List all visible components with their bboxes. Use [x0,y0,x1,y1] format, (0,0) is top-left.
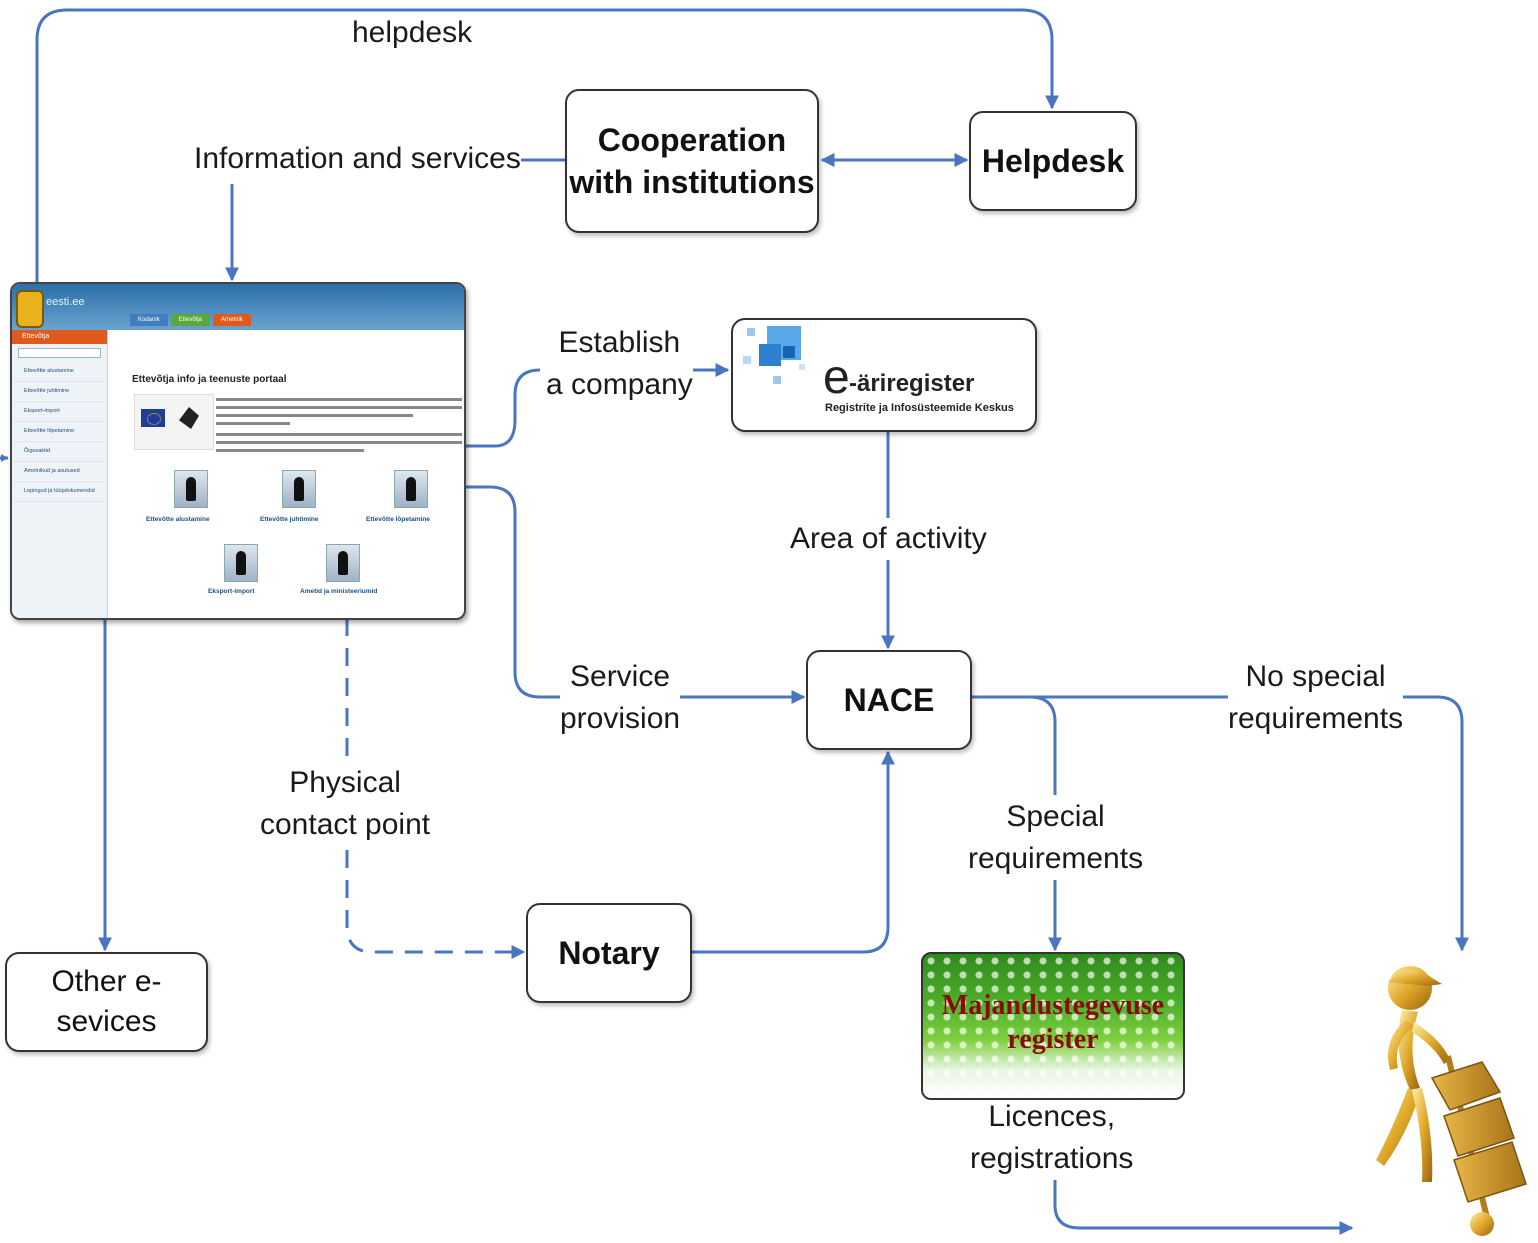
label-special-line1: Special [1006,800,1105,833]
connector-portal-service [463,485,560,699]
bird-logo-icon [179,407,199,429]
portal-screenshot: eesti.ee Kodanik Ettevõtja Ametnik Ettev… [10,282,466,620]
label-nospecial-line2: requirements [1228,702,1404,735]
portal-sidebar-header: Ettevõtja [12,330,107,344]
notary-box: Notary [526,903,692,1003]
portal-tab-3: Ametnik [213,314,251,326]
eari-logo-text: -äriregister [849,370,975,397]
label-physical-line2: contact point [260,808,431,841]
portal-site-title: eesti.ee [46,296,85,308]
label-establish-line1: Establish [558,326,681,359]
eari-subtitle: Registrite ja Infosüsteemide Keskus [825,402,1014,414]
connector-nace-special [1029,695,1057,795]
other-line2: sevices [56,1005,157,1038]
portal-search-input [18,348,101,358]
mtr-line1: Majandustegevuse [941,990,1165,1021]
portal-tab-2: Ettevõtja [170,314,211,326]
mtr-line2: register [1007,1024,1099,1055]
handshake-icon [174,470,208,508]
portal-sidebar-item: Ettevõtte alustamine [12,362,107,382]
label-service-line1: Service [570,660,671,693]
connector-helpdesk-loop [35,8,1059,282]
notary-label: Notary [558,935,660,971]
label-special-requirements: Special requirements [968,796,1144,880]
portal-sidebar: Ettevõtja Ettevõtte alustamine Ettevõtte… [12,330,108,618]
portal-icon-caption: Eksport-import [208,588,255,595]
label-physical-line1: Physical [289,766,401,799]
label-service-provision: Service provision [560,656,681,740]
arrows-cycle-icon [224,544,258,582]
portal-sidebar-item: Ettevõtte juhtimine [12,382,107,402]
nace-label: NACE [843,682,935,718]
connector-licences-figure [1053,1180,1354,1235]
label-physical-contact: Physical contact point [260,762,431,846]
portal-sidebar-item: Ametnikud ja asutused [12,462,107,482]
mtr-box: Majandustegevuse register [921,952,1185,1100]
label-information-services: Information and services [194,138,521,180]
eariregister-box: e -äriregister Registrite ja Infosüsteem… [731,318,1037,432]
businessman-icon [282,470,316,508]
portal-sidebar-item: Lepingud ja tüüpdokumendid [12,482,107,502]
portal-intro-logos [134,394,214,450]
label-area-of-activity: Area of activity [790,518,987,560]
portal-sidebar-item: Eksport-import [12,402,107,422]
other-line1: Other e- [51,965,162,998]
eu-flag-icon [141,409,165,427]
connector-portal-establish [463,368,541,448]
label-nospecial-line1: No special [1245,660,1386,693]
eari-logo-e: e [823,351,850,404]
label-establish-line2: a company [546,368,693,401]
label-licences-line1: Licences, [988,1100,1116,1133]
person-leaving-icon [394,470,428,508]
label-licences-registrations: Licences, registrations [970,1096,1134,1180]
portal-sidebar-item: Ettevõtte lõpetamine [12,422,107,442]
portal-icon-caption: Ettevõtte alustamine [146,516,210,523]
connector-notary-nace [692,750,895,954]
portal-tabs: Kodanik Ettevõtja Ametnik [130,314,251,326]
cooperation-line2: with institutions [569,164,815,200]
portal-header: eesti.ee Kodanik Ettevõtja Ametnik [12,284,464,330]
label-licences-line2: registrations [970,1142,1134,1175]
nace-box: NACE [806,650,972,750]
coat-of-arms-icon [16,290,44,328]
eari-logo-squares [733,320,813,400]
portal-icon-caption: Ametid ja ministeeriumid [300,588,378,595]
portal-heading: Ettevõtja info ja teenuste portaal [132,374,287,385]
label-service-line2: provision [560,702,681,735]
cooperation-box: Cooperation with institutions [565,89,819,233]
portal-icon-caption: Ettevõtte lõpetamine [366,516,430,523]
portal-icon-caption: Ettevõtte juhtimine [260,516,319,523]
helpdesk-label: Helpdesk [981,143,1125,179]
portal-sidebar-item: Õigusaktid [12,442,107,462]
portal-tab-1: Kodanik [130,314,168,326]
helpdesk-box: Helpdesk [969,111,1137,211]
label-establish-company: Establish a company [546,322,693,406]
gold-figure-with-boxes-icon [1376,966,1527,1236]
people-meeting-icon [326,544,360,582]
connector-nospecial-figure [1400,695,1469,952]
cooperation-line1: Cooperation [597,122,787,158]
other-eservices-box: Other e- sevices [5,952,208,1052]
portal-body-text [216,398,462,457]
portal-main: Ettevõtja info ja teenuste portaal Ettev… [112,330,464,618]
label-special-line2: requirements [968,842,1144,875]
connector-physical-lower [345,850,526,959]
label-helpdesk-top: helpdesk [352,12,473,54]
label-no-special-requirements: No special requirements [1228,656,1404,740]
